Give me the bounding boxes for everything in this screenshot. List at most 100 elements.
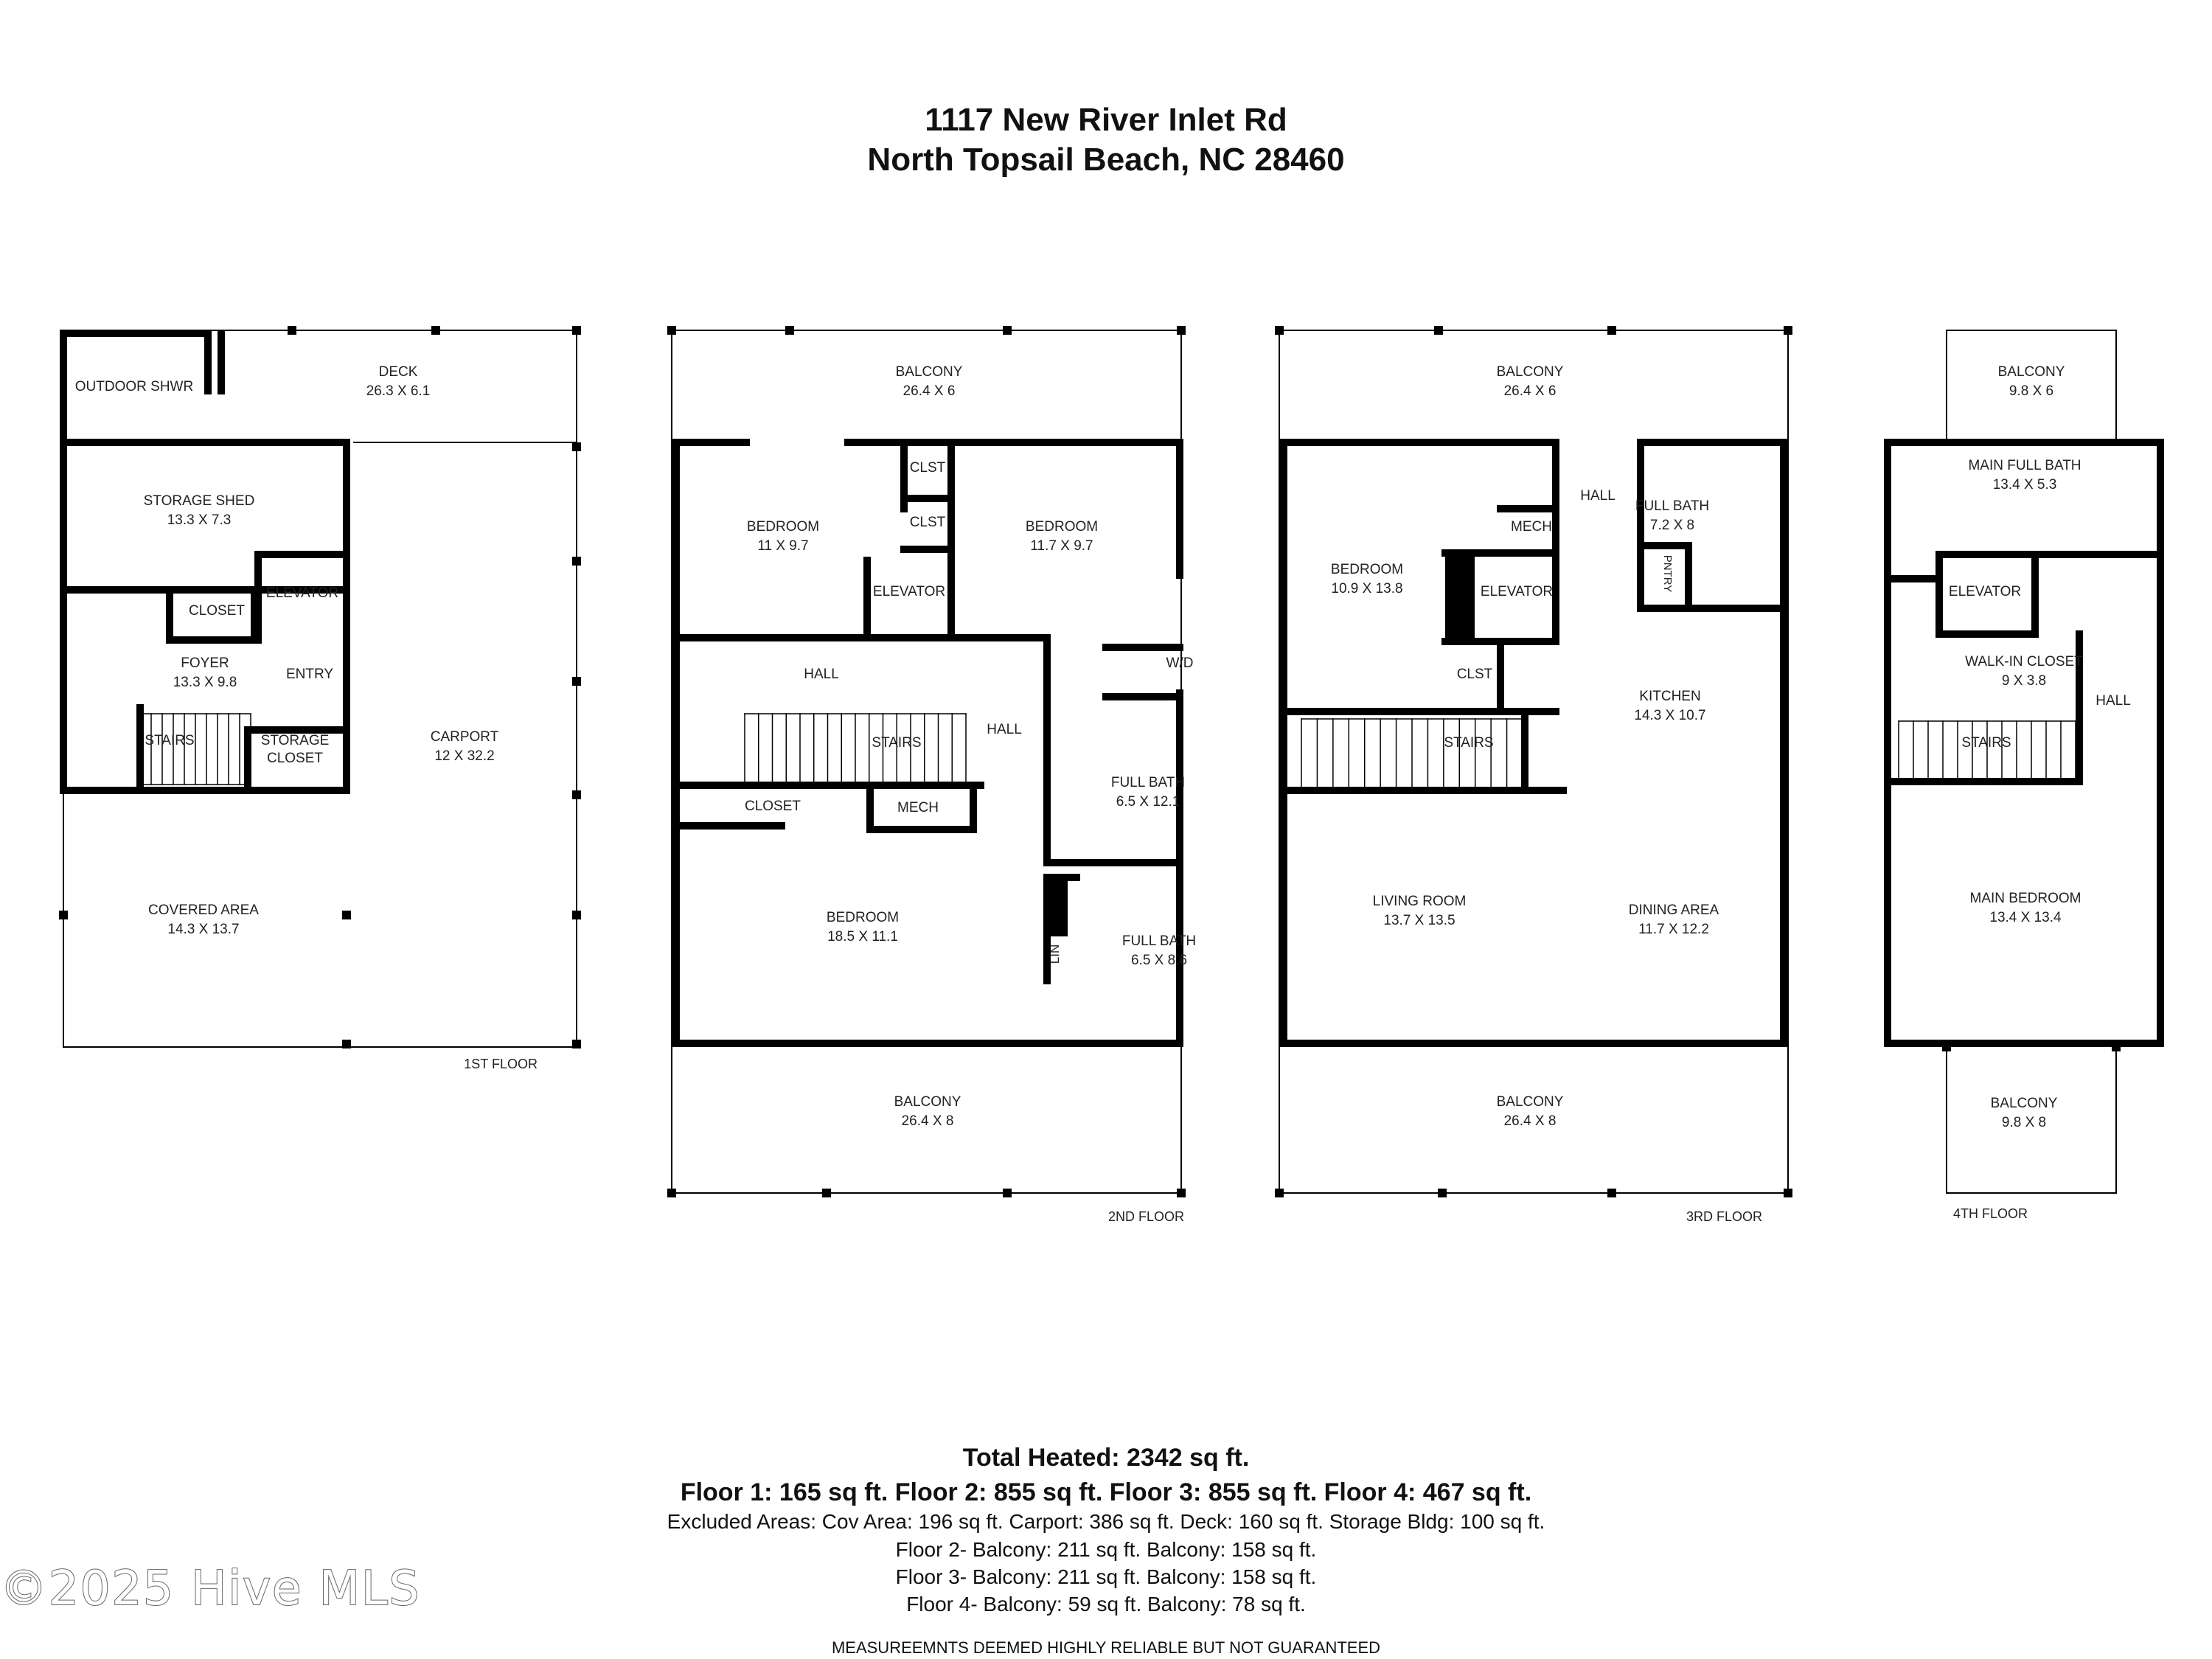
post [59,911,68,919]
room-balcony-dims: 9.8 X 8 [2002,1115,2046,1130]
room-dining-area-label: DINING AREA [1629,902,1719,918]
post [1784,1189,1792,1197]
room-bedroom-label: BEDROOM [1026,519,1098,535]
room-walk-in-closet-label: WALK-IN CLOSET [1965,654,2083,669]
floor-label: 3RD FLOOR [1686,1209,1762,1224]
room-balcony-label: BALCONY [1497,1094,1564,1110]
post [1177,326,1186,335]
room-elevator-label: ELEVATOR [1949,584,2021,599]
room-closet-label: CLOSET [745,799,801,814]
room-main-full-bath-label: MAIN FULL BATH [1968,458,2081,473]
post [572,911,581,919]
post [342,911,351,919]
post [572,442,581,451]
post [431,326,440,335]
post [785,326,794,335]
mls-watermark: ©2025 Hive MLS [0,1561,421,1617]
post [1784,326,1792,335]
room-pntry-label: PNTRY [1661,555,1674,593]
room-foyer-dims: 13.3 X 9.8 [173,675,237,690]
room-balcony-label: BALCONY [894,1094,961,1110]
room-balcony-dims: 26.4 X 8 [1504,1113,1557,1129]
post [1275,326,1284,335]
room-main-full-bath-dims: 13.4 X 5.3 [1993,477,2057,493]
floor-label: 1ST FLOOR [464,1057,538,1071]
room-hall-label: HALL [987,722,1022,737]
room-balcony-label: BALCONY [1497,364,1564,380]
room-main-bedroom-label: MAIN BEDROOM [1970,891,2081,906]
room-clst-label: CLST [910,515,946,530]
post [1438,1189,1447,1197]
room-bedroom-dims: 10.9 X 13.8 [1331,581,1402,597]
post [1607,326,1616,335]
post [572,326,581,335]
room-full-bath-dims: 6.5 X 8.6 [1131,953,1187,968]
room-storage-closet-label-line1: STORAGE [261,733,330,748]
room-storage-shed-label: STORAGE SHED [144,493,255,509]
room-full-bath-dims: 6.5 X 12.1 [1116,794,1180,810]
room-balcony-dims: 26.4 X 6 [1504,383,1557,399]
room-outdoor-shwr-label: OUTDOOR SHWR [75,379,193,394]
room-clst-label: CLST [1457,667,1493,682]
floor-label: 4TH FLOOR [1953,1206,2028,1221]
room-closet-label: CLOSET [189,603,245,619]
room-bedroom-label: BEDROOM [1331,562,1403,577]
room-balcony-label: BALCONY [1998,364,2065,380]
room-bedroom-dims: 18.5 X 11.1 [827,929,898,945]
room-w-d-label: W/D [1166,655,1194,671]
room-stairs-label: STAIRS [1961,735,2011,751]
room-balcony-dims: 26.4 X 8 [902,1113,954,1129]
room-storage-closet-label-line2: CLOSET [267,751,323,766]
post [1177,1189,1186,1197]
room-covered-area-label: COVERED AREA [148,902,259,918]
summary-floors: Floor 1: 165 sq ft. Floor 2: 855 sq ft. … [680,1478,1532,1506]
room-bedroom-dims: 11.7 X 9.7 [1030,538,1093,554]
room-full-bath-label: FULL BATH [1111,775,1185,790]
post [1003,326,1012,335]
room-foyer-label: FOYER [181,655,229,671]
room-kitchen-dims: 14.3 X 10.7 [1634,708,1705,723]
post [1434,326,1443,335]
floor-label: 2ND FLOOR [1108,1209,1184,1224]
post [822,1189,831,1197]
summary-floor4: Floor 4- Balcony: 59 sq ft. Balcony: 78 … [906,1593,1306,1615]
room-covered-area-dims: 14.3 X 13.7 [167,922,239,937]
room-stairs-label: STAIRS [872,735,921,751]
post [667,1189,676,1197]
post [572,790,581,799]
summary-total: Total Heated: 2342 sq ft. [962,1444,1250,1472]
post [572,1040,581,1048]
wall [1046,877,1068,936]
address-line2: North Topsail Beach, NC 28460 [867,142,1345,178]
room-stairs-label: STAIRS [145,733,194,748]
floor-plan-walls [59,326,2164,1197]
room-mech-label: MECH [1511,519,1552,535]
post [2112,1041,2121,1051]
post [572,557,581,566]
post [342,1040,351,1048]
room-balcony-label: BALCONY [896,364,963,380]
room-bedroom-dims: 11 X 9.7 [757,538,808,554]
room-carport-label: CARPORT [431,729,499,745]
room-mech-label: MECH [897,800,939,815]
room-dining-area-dims: 11.7 X 12.2 [1638,922,1709,937]
room-stairs-label: STAIRS [1444,735,1493,751]
room-deck-label: DECK [379,364,418,380]
room-living-room-label: LIVING ROOM [1373,894,1467,909]
post [1275,1189,1284,1197]
room-elevator-label: ELEVATOR [1481,584,1553,599]
room-entry-label: ENTRY [286,667,333,682]
room-elevator-label: ELEVATOR [873,584,945,599]
room-clst-label: CLST [910,460,946,476]
room-full-bath-label: FULL BATH [1635,498,1709,514]
address-line1: 1117 New River Inlet Rd [925,102,1287,138]
room-balcony-dims: 26.4 X 6 [903,383,956,399]
room-full-bath-label: FULL BATH [1122,933,1196,949]
room-elevator-label: ELEVATOR [266,585,338,601]
room-hall-label: HALL [2096,693,2131,709]
room-living-room-dims: 13.7 X 13.5 [1383,913,1455,928]
room-balcony-label: BALCONY [1991,1096,2058,1111]
post [1942,1041,1951,1051]
